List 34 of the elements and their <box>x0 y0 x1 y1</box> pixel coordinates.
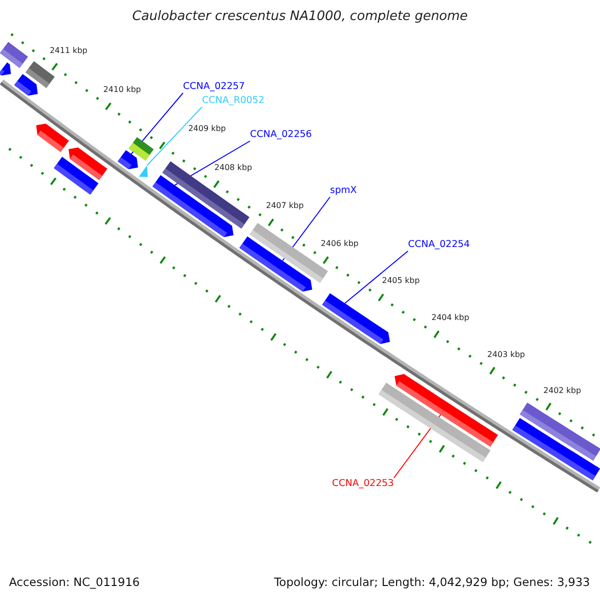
feature-triangle <box>138 165 148 177</box>
feature-bar <box>152 175 234 238</box>
scale-label: 2410 kbp <box>103 85 141 96</box>
scale-label: 2403 kbp <box>487 350 525 360</box>
feature-bar <box>36 124 69 152</box>
leader-line <box>344 250 408 304</box>
map-title: Caulobacter crescentus NA1000, complete genome <box>132 9 468 25</box>
gene-label: CCNA_02254 <box>408 239 470 251</box>
accession-text: Accession: NC_011916 <box>9 575 140 589</box>
scale-label: 2407 kbp <box>266 201 304 212</box>
feature-bar <box>0 42 28 68</box>
gene-label: CCNA_02257 <box>183 81 245 93</box>
feature-bar <box>128 137 154 161</box>
gene-label: CCNA_02253 <box>332 478 394 490</box>
scale-label: 2406 kbp <box>320 239 358 250</box>
gene-label: CCNA_R0052 <box>202 95 264 107</box>
scale-label: 2402 kbp <box>543 386 582 396</box>
feature-bar <box>512 418 600 480</box>
feature-bar <box>394 374 498 447</box>
gene-label: spmX <box>330 185 357 197</box>
feature-bar <box>0 62 11 76</box>
leader-line <box>146 106 202 166</box>
scale-label: 2408 kbp <box>214 163 252 174</box>
scale-label: 2405 kbp <box>382 276 420 286</box>
feature-bar <box>25 61 55 88</box>
feature-bar <box>118 150 138 170</box>
scale-label: 2411 kbp <box>50 46 88 56</box>
scale-label: 2404 kbp <box>432 313 470 324</box>
scale-label: 2409 kbp <box>188 124 226 134</box>
leader-line <box>130 92 184 154</box>
gene-label: CCNA_02256 <box>250 129 312 141</box>
feature-bar <box>322 293 390 344</box>
genome-summary-text: Topology: circular; Length: 4,042,929 bp; Genes: 3,933 <box>274 575 590 589</box>
feature-bar <box>68 147 108 180</box>
